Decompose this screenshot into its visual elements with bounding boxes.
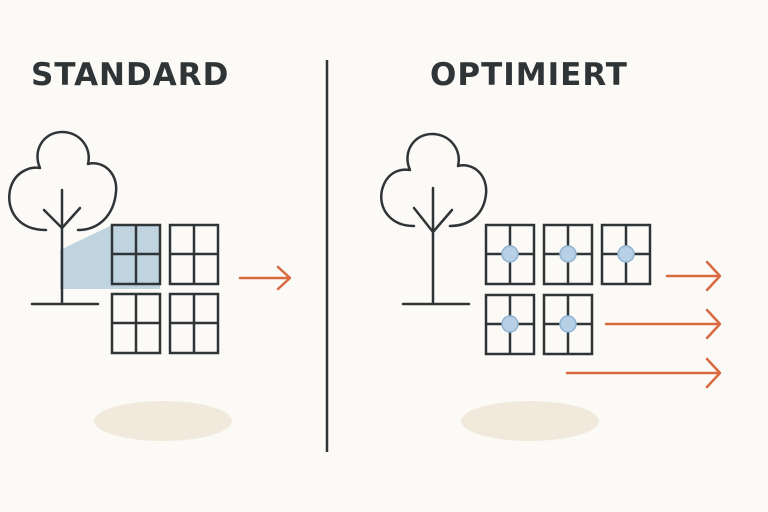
arrow-icon xyxy=(238,265,292,291)
ground-shadow xyxy=(461,401,599,441)
solar-panel-icon xyxy=(110,292,162,355)
panel-title-optimiert: OPTIMIERT xyxy=(430,57,628,93)
panel-title-standard: STANDARD xyxy=(31,57,230,93)
arrow-icon xyxy=(604,308,722,340)
sensor-dot-icon xyxy=(559,245,577,263)
arrow-icon xyxy=(665,260,722,292)
tree-icon xyxy=(8,130,118,306)
sensor-dot-icon xyxy=(501,245,519,263)
ground-shadow xyxy=(94,401,232,441)
solar-panel-icon xyxy=(168,223,220,286)
sensor-dot-icon xyxy=(617,245,635,263)
solar-panel-icon xyxy=(168,292,220,355)
shade-area xyxy=(60,225,160,289)
tree-icon xyxy=(380,132,488,306)
solar-panel-icon xyxy=(110,223,162,286)
arrow-icon xyxy=(565,357,722,389)
sensor-dot-icon xyxy=(559,315,577,333)
sensor-dot-icon xyxy=(501,315,519,333)
